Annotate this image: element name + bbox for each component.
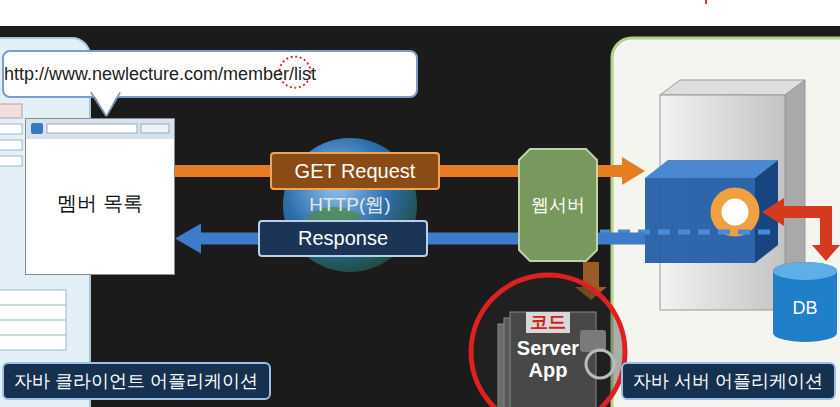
flow-arrow <box>175 165 270 177</box>
callout-tail <box>91 90 120 117</box>
web-server: 웹서버 <box>518 148 598 262</box>
node-label: HTTP(웹) <box>309 194 390 216</box>
node-label: 코드 <box>526 312 570 333</box>
client-label: 자바 클라이언트 어플리케이션 <box>2 362 271 400</box>
node-label: GET Request <box>295 160 416 183</box>
flow-arrow <box>428 233 518 245</box>
app-cube <box>645 160 778 263</box>
node-label: 멤버 목록 <box>57 192 143 215</box>
mark <box>705 0 707 4</box>
server-panel <box>612 38 840 407</box>
db-arrow <box>762 198 840 261</box>
request-arrow-to-app <box>596 157 645 185</box>
server-label: 자바 서버 어플리케이션 <box>621 362 836 400</box>
response-line-from-app <box>596 233 645 245</box>
code-circle: 코드 Server App <box>468 272 628 407</box>
browser-window: 멤버 목록 <box>25 118 175 275</box>
flow-arrow <box>440 165 518 177</box>
node-sublabel: Server App <box>508 337 588 381</box>
response-box: Response <box>258 220 428 257</box>
node-label: 웹서버 <box>531 195 585 216</box>
node-label: http://www.newlecture.com/member/list <box>4 64 316 85</box>
request-box: GET Request <box>270 152 440 190</box>
node-label: 자바 클라이언트 어플리케이션 <box>14 371 258 392</box>
database: DB <box>772 262 838 342</box>
node-label: 자바 서버 어플리케이션 <box>633 371 823 392</box>
url-callout: http://www.newlecture.com/member/list <box>2 50 418 98</box>
flow-arrow <box>201 233 258 245</box>
node-label: Response <box>298 227 388 250</box>
node-label: DB <box>792 298 817 319</box>
top-band <box>0 0 840 26</box>
